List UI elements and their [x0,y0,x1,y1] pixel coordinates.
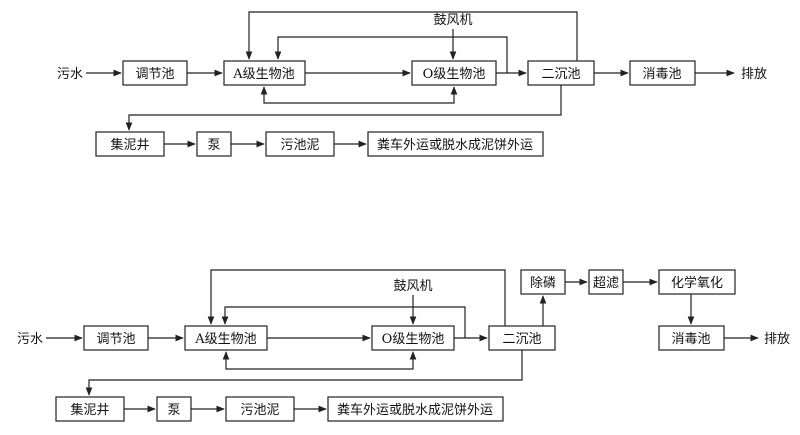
node-pump-1: 泵 [196,131,232,157]
svg-text:粪车外运或脱水成泥饼外运: 粪车外运或脱水成泥饼外运 [337,402,493,418]
node-adjust-tank-1: 调节池 [122,60,188,86]
svg-text:二沉池: 二沉池 [502,332,541,347]
node-o-bio-tank-1: O级生物池 [411,60,497,86]
node-disinfection-tank-2: 消毒池 [658,325,725,351]
inflow-label-1: 污水 [57,67,83,82]
diagram-2: 调节池 A级生物池 O级生物池 二沉池 除磷 超滤 化学氧化 消毒池 [17,269,790,422]
node-a-bio-tank-1: A级生物池 [223,60,306,86]
svg-text:O级生物池: O级生物池 [382,332,445,347]
svg-text:粪车外运或脱水成泥饼外运: 粪车外运或脱水成泥饼外运 [377,137,533,153]
svg-text:O级生物池: O级生物池 [423,67,486,82]
nitrate-return-loop-1 [274,36,508,73]
svg-text:调节池: 调节池 [96,332,135,347]
node-o-bio-tank-2: O级生物池 [371,325,455,351]
internal-circulation-2 [222,351,417,370]
svg-text:污池泥: 污池泥 [280,138,319,153]
svg-text:集泥井: 集泥井 [70,402,109,418]
blower-label-2: 鼓风机 [393,279,432,294]
svg-text:消毒池: 消毒池 [642,67,681,82]
node-pump-2: 泵 [156,396,192,422]
outflow-label-1: 排放 [741,67,767,82]
node-sludge-well-2: 集泥井 [55,396,125,422]
svg-text:调节池: 调节池 [135,67,174,82]
svg-text:污池泥: 污池泥 [240,403,279,418]
diagram-1: 调节池 A级生物池 O级生物池 二沉池 消毒池 集泥井 泵 污池泥 [57,11,767,157]
sludge-return-loop-1 [245,11,578,61]
svg-text:A级生物池: A级生物池 [232,67,294,82]
svg-text:化学氧化: 化学氧化 [671,275,723,291]
node-sludge-tank-2: 污池泥 [225,396,295,422]
nitrate-return-loop-2 [221,306,466,338]
node-phosphorus-removal-2: 除磷 [520,269,566,295]
node-secondary-clarifier-2: 二沉池 [488,325,556,351]
svg-text:除磷: 除磷 [530,276,556,291]
node-disinfection-tank-1: 消毒池 [629,60,696,86]
svg-text:二沉池: 二沉池 [541,67,580,82]
node-sludge-disposal-1: 粪车外运或脱水成泥饼外运 [367,131,544,157]
svg-text:消毒池: 消毒池 [671,332,710,347]
node-ultrafiltration-2: 超滤 [588,269,624,295]
svg-text:泵: 泵 [207,138,220,153]
node-sludge-tank-1: 污池泥 [265,131,335,157]
node-a-bio-tank-2: A级生物池 [184,325,268,351]
outflow-label-2: 排放 [764,332,790,347]
arrow-sludge-to-well-2 [85,350,523,396]
arrow-sludge-to-well-1 [125,85,562,131]
inflow-label-2: 污水 [17,332,43,347]
svg-text:超滤: 超滤 [593,276,619,291]
node-secondary-clarifier-1: 二沉池 [527,60,595,86]
internal-circulation-1 [260,86,458,104]
node-adjust-tank-2: 调节池 [83,325,149,351]
node-sludge-well-1: 集泥井 [95,131,165,157]
node-chemical-oxidation-2: 化学氧化 [658,269,736,295]
svg-text:集泥井: 集泥井 [110,137,149,153]
sludge-return-loop-2 [207,269,506,326]
node-sludge-disposal-2: 粪车外运或脱水成泥饼外运 [327,396,504,422]
svg-text:泵: 泵 [167,403,180,418]
svg-text:A级生物池: A级生物池 [194,332,256,347]
blower-label-1: 鼓风机 [433,13,472,28]
